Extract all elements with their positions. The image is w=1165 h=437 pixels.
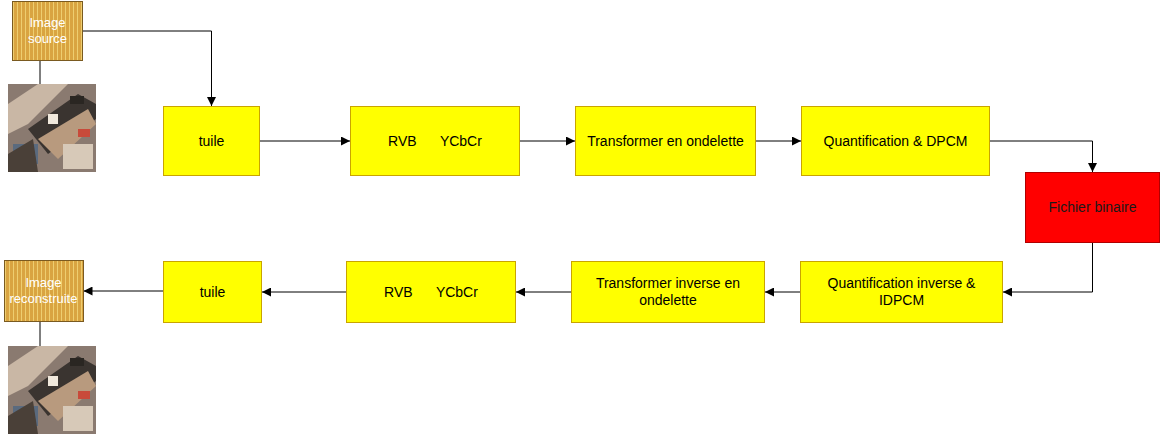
box-label: Quantification inverse & IDPCM xyxy=(809,275,994,309)
flow-arrow xyxy=(990,141,1093,172)
box-label: tuile xyxy=(200,284,226,301)
leader-line xyxy=(40,322,41,346)
box-label: Fichier binaire xyxy=(1049,199,1137,216)
process-box: RVB YCbCr xyxy=(350,106,520,176)
box-label: Image reconstruite xyxy=(9,275,79,306)
flow-arrow xyxy=(83,31,212,106)
box-label: Transformer inverse en ondelette xyxy=(580,275,756,309)
flow-arrow xyxy=(1003,243,1093,292)
photo-thumbnail xyxy=(8,346,96,434)
flow-arrow xyxy=(520,141,575,142)
flow-arrow xyxy=(516,292,571,293)
leader-line xyxy=(40,60,41,84)
box-label: Transformer en ondelette xyxy=(587,133,744,150)
image-box: Image reconstruite xyxy=(4,260,84,322)
flow-arrow xyxy=(765,292,800,293)
flow-arrow xyxy=(84,291,164,292)
image-box: Image source xyxy=(12,1,83,61)
box-label: RVB YCbCr xyxy=(384,284,478,301)
process-box: Transformer inverse en ondelette xyxy=(571,261,765,323)
process-box: tuile xyxy=(163,261,262,323)
process-box: Transformer en ondelette xyxy=(575,106,756,176)
box-label: RVB YCbCr xyxy=(388,133,482,150)
flow-arrow xyxy=(756,141,801,142)
photo-thumbnail xyxy=(8,84,96,172)
process-box: RVB YCbCr xyxy=(346,261,516,323)
box-label: Image source xyxy=(17,15,78,46)
process-box: Quantification & DPCM xyxy=(801,106,990,176)
process-box: tuile xyxy=(163,106,260,176)
flow-arrow xyxy=(260,141,350,142)
box-label: tuile xyxy=(199,133,225,150)
process-box: Quantification inverse & IDPCM xyxy=(800,261,1003,323)
file-box: Fichier binaire xyxy=(1025,172,1160,243)
flow-arrow xyxy=(262,292,346,293)
box-label: Quantification & DPCM xyxy=(824,133,968,150)
